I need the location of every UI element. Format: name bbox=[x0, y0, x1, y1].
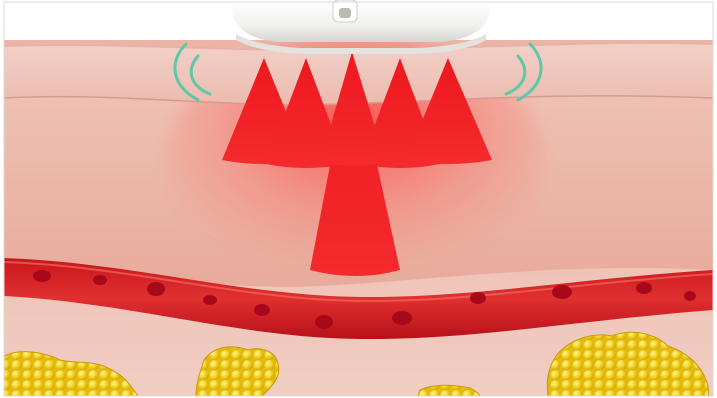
blood-cell bbox=[552, 285, 572, 299]
blood-cell bbox=[392, 311, 412, 325]
device-body bbox=[232, 0, 490, 42]
blood-cell bbox=[254, 304, 270, 316]
blood-cell bbox=[93, 275, 107, 285]
blood-cell bbox=[636, 282, 652, 294]
blood-cell bbox=[33, 270, 51, 282]
blood-cell bbox=[470, 292, 486, 304]
blood-cell bbox=[147, 282, 165, 296]
device-button bbox=[339, 8, 351, 18]
blood-cell bbox=[684, 291, 696, 301]
blood-cell bbox=[203, 295, 217, 305]
blood-cell bbox=[315, 315, 333, 329]
